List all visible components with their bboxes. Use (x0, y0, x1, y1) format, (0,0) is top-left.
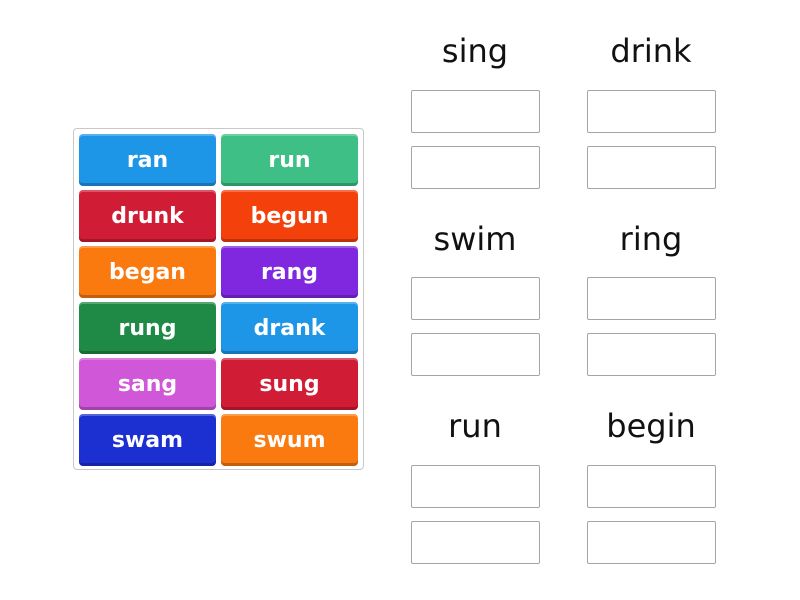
word-tile-run[interactable]: run (221, 134, 358, 186)
word-tile-drank[interactable]: drank (221, 302, 358, 354)
drop-slot-sing-1[interactable] (411, 90, 540, 133)
word-tile-tray: ran run drunk begun began rang rung dran… (73, 128, 364, 470)
word-tile-drunk[interactable]: drunk (79, 190, 216, 242)
drop-slot-ring-2[interactable] (587, 333, 716, 376)
group-title-begin: begin (606, 407, 696, 445)
word-tile-sang[interactable]: sang (79, 358, 216, 410)
drop-slot-begin-2[interactable] (587, 521, 716, 564)
word-tile-began[interactable]: began (79, 246, 216, 298)
drop-slot-run-1[interactable] (411, 465, 540, 508)
word-tile-rang[interactable]: rang (221, 246, 358, 298)
group-title-run: run (448, 407, 502, 445)
group-title-drink: drink (610, 32, 692, 70)
group-title-sing: sing (441, 32, 509, 70)
drop-slot-swim-2[interactable] (411, 333, 540, 376)
drop-slot-begin-1[interactable] (587, 465, 716, 508)
word-tile-ran[interactable]: ran (79, 134, 216, 186)
word-tile-swam[interactable]: swam (79, 414, 216, 466)
word-tile-swum[interactable]: swum (221, 414, 358, 466)
drop-slot-sing-2[interactable] (411, 146, 540, 189)
group-title-swim: swim (433, 220, 517, 258)
word-tile-sung[interactable]: sung (221, 358, 358, 410)
drop-slot-ring-1[interactable] (587, 277, 716, 320)
group-title-ring: ring (619, 220, 683, 258)
word-tile-rung[interactable]: rung (79, 302, 216, 354)
drop-slot-run-2[interactable] (411, 521, 540, 564)
drop-slot-drink-1[interactable] (587, 90, 716, 133)
word-tile-begun[interactable]: begun (221, 190, 358, 242)
drop-slot-drink-2[interactable] (587, 146, 716, 189)
drop-slot-swim-1[interactable] (411, 277, 540, 320)
